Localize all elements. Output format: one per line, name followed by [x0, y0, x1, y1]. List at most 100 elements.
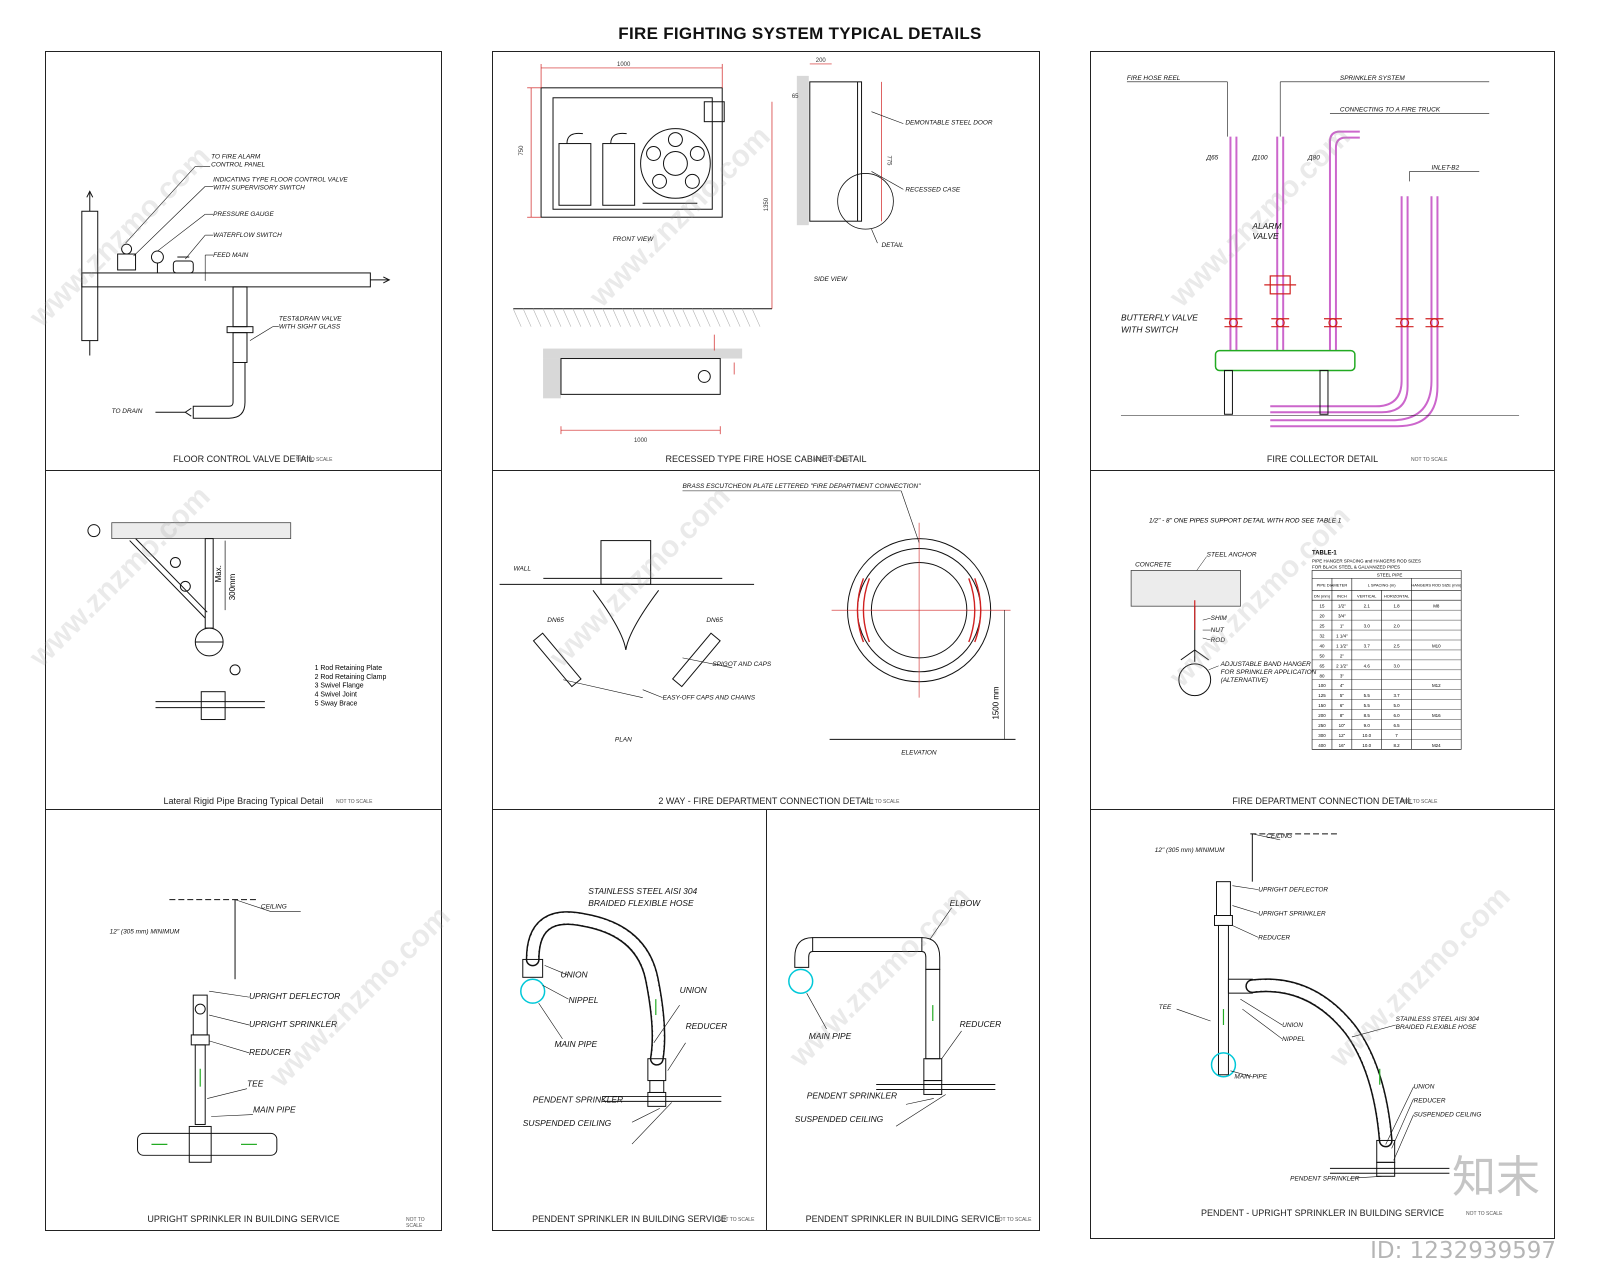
waterflow-label: WATERFLOW SWITCH [213, 232, 282, 239]
col-dia: PIPE DIAMETER [1317, 582, 1348, 587]
table-cell: 3.0 [1393, 663, 1400, 668]
scale-note: NOT TO SCALE [995, 1217, 1032, 1223]
reducer-label: REDUCER [249, 1047, 291, 1057]
table-cell: 20 [1320, 614, 1325, 619]
truck-label: CONNECTING TO A FIRE TRUCK [1340, 107, 1441, 114]
test-label-2: WITH SIGHT GLASS [279, 324, 341, 331]
table-cell: M12 [1432, 683, 1441, 688]
fire-collector-title: FIRE COLLECTOR DETAIL [1266, 454, 1379, 464]
d65-label: Д65 [1206, 154, 1219, 161]
table-cell: 15 [1320, 604, 1325, 609]
scale-note: NOT TO SCALE [1411, 457, 1448, 463]
table-cell: 1.8 [1393, 604, 1400, 609]
spigot-label: SPIGOT AND CAPS [712, 661, 772, 668]
scale-note: NOT TO SCALE [1401, 799, 1438, 805]
scale-note: NOT TO SCALE [1466, 1211, 1503, 1217]
gauge-label: PRESSURE GAUGE [213, 211, 274, 218]
nut-label: NUT [1211, 627, 1225, 634]
table-cell: 7 [1395, 733, 1398, 738]
table-cell: 2.5 [1393, 643, 1400, 648]
table-cell: 4.6 [1364, 663, 1371, 668]
upright-panel: CEILING 12" (305 mm) MINIMUM UPRIGHT DEF… [45, 809, 442, 1231]
dim-65: 65 [792, 94, 799, 100]
minimum-label: 12" (305 mm) MINIMUM [1155, 847, 1225, 854]
table-cell: 4" [1340, 683, 1344, 688]
legend-item-4: 4 Swivel Joint [315, 692, 357, 699]
wall-label: WALL [513, 565, 531, 572]
pipe-support-title: FIRE DEPARTMENT CONNECTION DETAIL [1232, 796, 1413, 806]
lateral-brace-title: Lateral Rigid Pipe Bracing Typical Detai… [163, 796, 324, 806]
front-view-label: FRONT VIEW [613, 236, 654, 243]
union-label-2: UNION [680, 985, 708, 995]
elbow-label: ELBOW [950, 898, 981, 908]
table-cell: 125 [1318, 693, 1326, 698]
reducer-label: REDUCER [960, 1019, 1002, 1029]
hanger-label-2: FOR SPRINKLER APPLICATION [1221, 669, 1317, 676]
hose-cabinet-drawing: 1000 750 1350 200 65 775 1000 FRONT VIEW… [512, 58, 993, 444]
union-label: UNION [1282, 1022, 1303, 1029]
floor-control-title: FLOOR CONTROL VALVE DETAIL [173, 454, 314, 464]
test-label: TEST&DRAIN VALVE [279, 316, 342, 323]
table-cell: 65 [1320, 663, 1325, 668]
table-cell: 250 [1318, 723, 1326, 728]
sprinkler-label: UPRIGHT SPRINKLER [1258, 911, 1326, 918]
tee-label: TEE [1159, 1004, 1172, 1011]
pendent-rigid-title: PENDENT SPRINKLER IN BUILDING SERVICE [805, 1214, 1001, 1224]
sprinkler-label: UPRIGHT SPRINKLER [249, 1019, 337, 1029]
butterfly-label: BUTTERFLY VALVE [1121, 313, 1198, 323]
shim-label: SHIM [1211, 615, 1228, 622]
pendent-flex-panel: STAINLESS STEEL AISI 304 BRAIDED FLEXIBL… [492, 809, 767, 1231]
nippel-label: NIPPEL [1282, 1036, 1305, 1043]
table-cell: 5.5 [1364, 703, 1371, 708]
hose-label: STAINLESS STEEL AISI 304 [1396, 1016, 1480, 1023]
table-subtitle-2: FOR BLACK STEEL & GALVANIZED PIPES [1312, 564, 1400, 569]
brand-logo: 知末 [1452, 1152, 1540, 1203]
floor-control-valve-panel: TO FIRE ALARM CONTROL PANEL INDICATING T… [45, 51, 442, 471]
pendent-flex-title: PENDENT SPRINKLER IN BUILDING SERVICE [532, 1214, 727, 1224]
table-cell: 3.7 [1393, 693, 1400, 698]
plan-label: PLAN [615, 736, 632, 743]
main-pipe-label: MAIN PIPE [253, 1105, 296, 1115]
tee-label: TEE [247, 1079, 264, 1089]
butterfly-label-2: WITH SWITCH [1121, 325, 1179, 335]
pendent-label: PENDENT SPRINKLER [533, 1094, 623, 1104]
pendent-label: PENDENT SPRINKLER [1290, 1175, 1360, 1182]
table-subtitle: PIPE HANGER SPACING and HANGERS ROD SIZE… [1312, 558, 1421, 563]
table-cell: 8.2 [1393, 743, 1400, 748]
deflector-label: UPRIGHT DEFLECTOR [249, 991, 340, 1001]
col-spacing: L SPACING (m) [1368, 582, 1396, 587]
main-pipe-label: MAIN PIPE [1234, 1074, 1267, 1081]
table-cell: 150 [1318, 703, 1326, 708]
dn-left-label: DN65 [547, 617, 564, 624]
table-cell: 2.1 [1364, 604, 1371, 609]
table-cell: 50 [1320, 653, 1325, 658]
main-pipe-label: MAIN PIPE [809, 1031, 852, 1041]
page-title: FIRE FIGHTING SYSTEM TYPICAL DETAILS [618, 24, 982, 43]
table-cell: 32 [1320, 634, 1325, 639]
rod-label: ROD [1211, 637, 1226, 644]
table-cell: 1/2" [1338, 604, 1346, 609]
table-cell: 1 1/4" [1336, 634, 1348, 639]
table-cell: 16" [1339, 743, 1346, 748]
ceiling-label-2: SUSPENDED CEILING [1414, 1112, 1482, 1119]
max-label: Max. [214, 565, 223, 582]
valve-label: INDICATING TYPE FLOOR CONTROL VALVE [213, 176, 348, 183]
sub-dn: DN (mm) [1314, 593, 1331, 598]
table-cell: 10.0 [1362, 733, 1371, 738]
table-cell: 1" [1340, 624, 1344, 629]
scale-note: NOT TO SCALE [296, 457, 333, 463]
legend-item-5: 5 Sway Brace [315, 701, 358, 708]
table-cell: 3.7 [1364, 643, 1371, 648]
table-cell: 3" [1340, 673, 1344, 678]
pendent-rigid-panel: ELBOW MAIN PIPE REDUCER PENDENT SPRINKLE… [766, 809, 1040, 1231]
main-pipe-label: MAIN PIPE [555, 1039, 598, 1049]
fire-collector-panel: FIRE HOSE REEL SPRINKLER SYSTEM CONNECTI… [1090, 51, 1555, 471]
concrete-label: CONCRETE [1135, 561, 1172, 568]
door-label: DEMONTABLE STEEL DOOR [905, 120, 993, 127]
table-cell: M16 [1432, 713, 1441, 718]
elevation-label: ELEVATION [901, 749, 937, 756]
hanger-label-3: (ALTERNATIVE) [1221, 677, 1268, 684]
table-cell: 6.5 [1393, 723, 1400, 728]
legend-item-1: 1 Rod Retaining Plate [315, 665, 383, 672]
table-cell: 2" [1340, 653, 1344, 658]
